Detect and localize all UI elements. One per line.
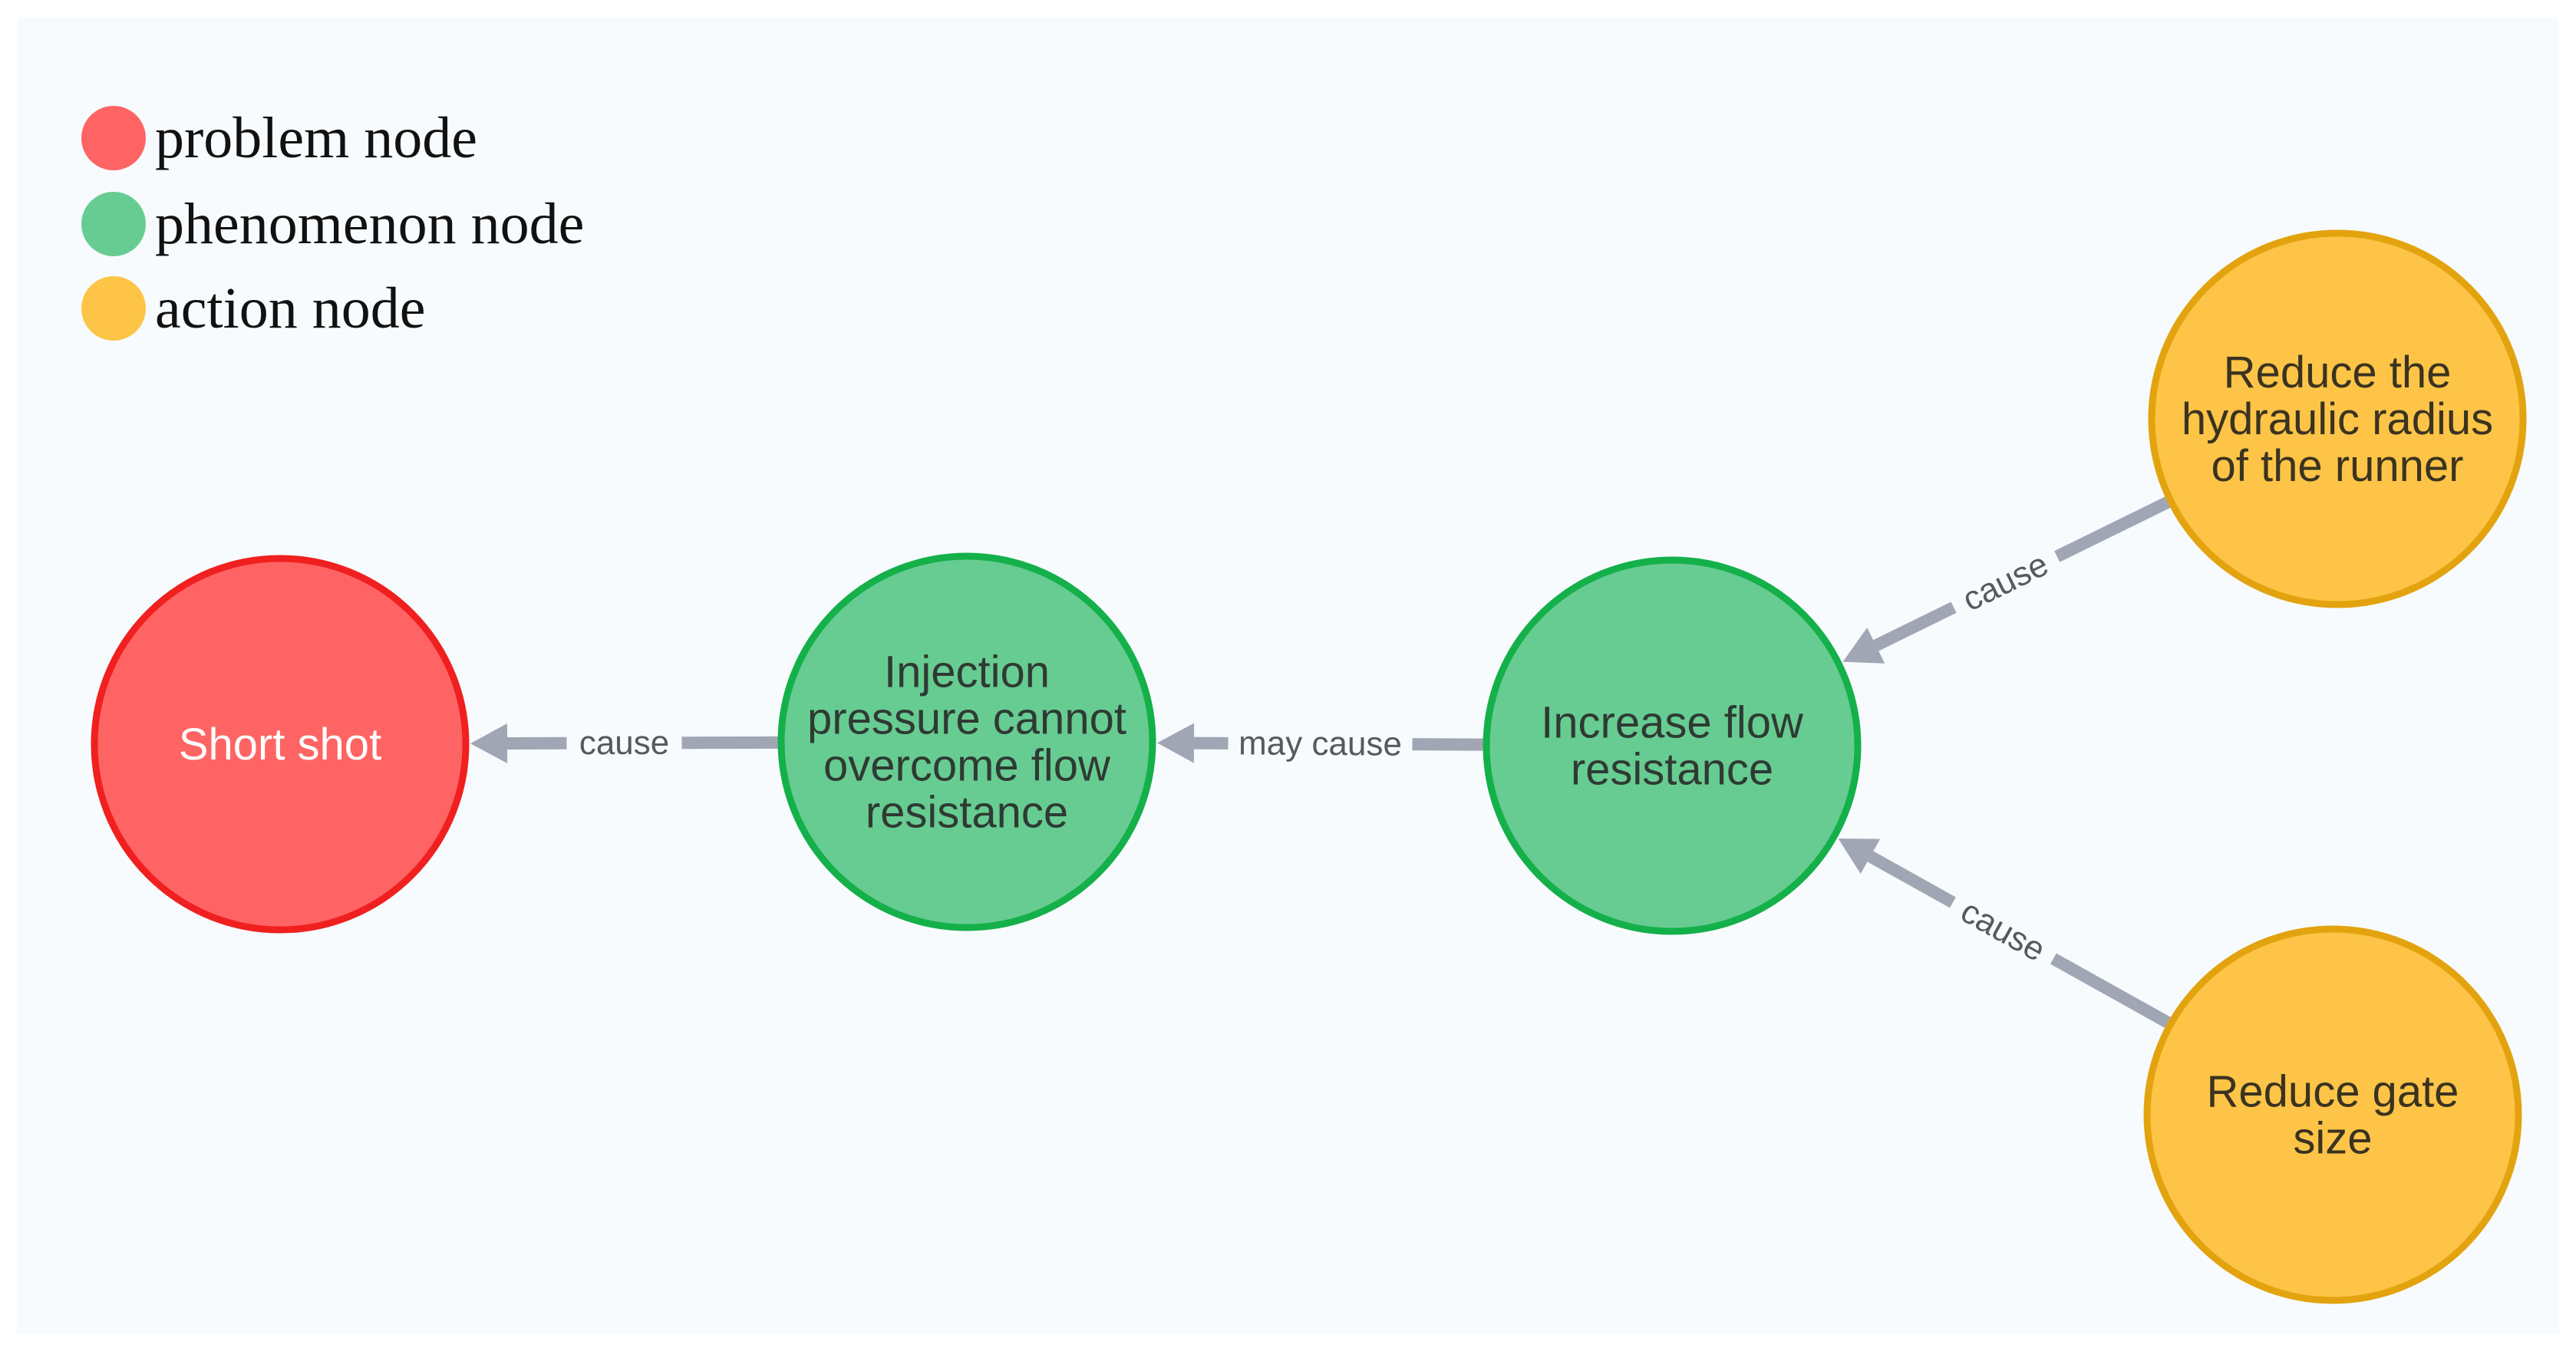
legend-label-phenomenon: phenomenon node [155,192,585,256]
arrowhead [1842,628,1885,664]
edge-line [1867,851,1956,908]
node-circle [777,552,1156,931]
edge-injection_pressure-to-short_shot: cause [470,723,779,764]
node-label-line: of the runner [2212,441,2464,491]
node-circle [91,555,470,934]
edge-line [1412,738,1484,751]
arrowhead [1838,838,1881,875]
legend-swatch-action [81,276,146,341]
node-label-line: hydraulic radius [2182,394,2493,444]
node-label-line: resistance [866,788,1068,838]
node-label-line: size [2293,1114,2372,1164]
arrowhead [470,723,508,764]
edge-label: cause [1954,892,2051,969]
legend-swatch-problem [81,106,146,170]
node-circle [2143,925,2522,1304]
legend-label-problem: problem node [155,106,478,170]
node-label-line: Injection [884,647,1050,697]
node-label-line: resistance [1571,745,1773,795]
edge-line [2054,496,2171,562]
edge-label: may cause [1239,724,1402,763]
node-circle [2148,229,2527,608]
node-circle [1483,556,1862,935]
node-label-line: pressure cannot [807,694,1126,744]
edge-line [2050,953,2172,1029]
node-label-line: overcome flow [823,741,1111,791]
node-label-line: Reduce the [2224,348,2452,397]
legend-label-action: action node [155,276,426,341]
arrowhead [1156,723,1195,763]
edge-label: cause [1957,545,2054,619]
edge-line [1873,601,1957,651]
node-label-line: Reduce gate [2207,1067,2459,1117]
edge-increase_flow-to-injection_pressure: may cause [1156,723,1484,763]
node-label-line: Short shot [179,720,381,769]
edge-reduce_radius-to-increase_flow: cause [1842,496,2171,664]
edge-reduce_gate-to-increase_flow: cause [1838,838,2172,1029]
node-short-shot[interactable]: Short shot [91,555,470,934]
edge-label: cause [579,724,670,762]
legend-swatch-phenomenon [81,192,146,256]
node-label-line: Increase flow [1541,698,1804,748]
diagram-canvas: problem node phenomenon node action node… [17,17,2559,1334]
